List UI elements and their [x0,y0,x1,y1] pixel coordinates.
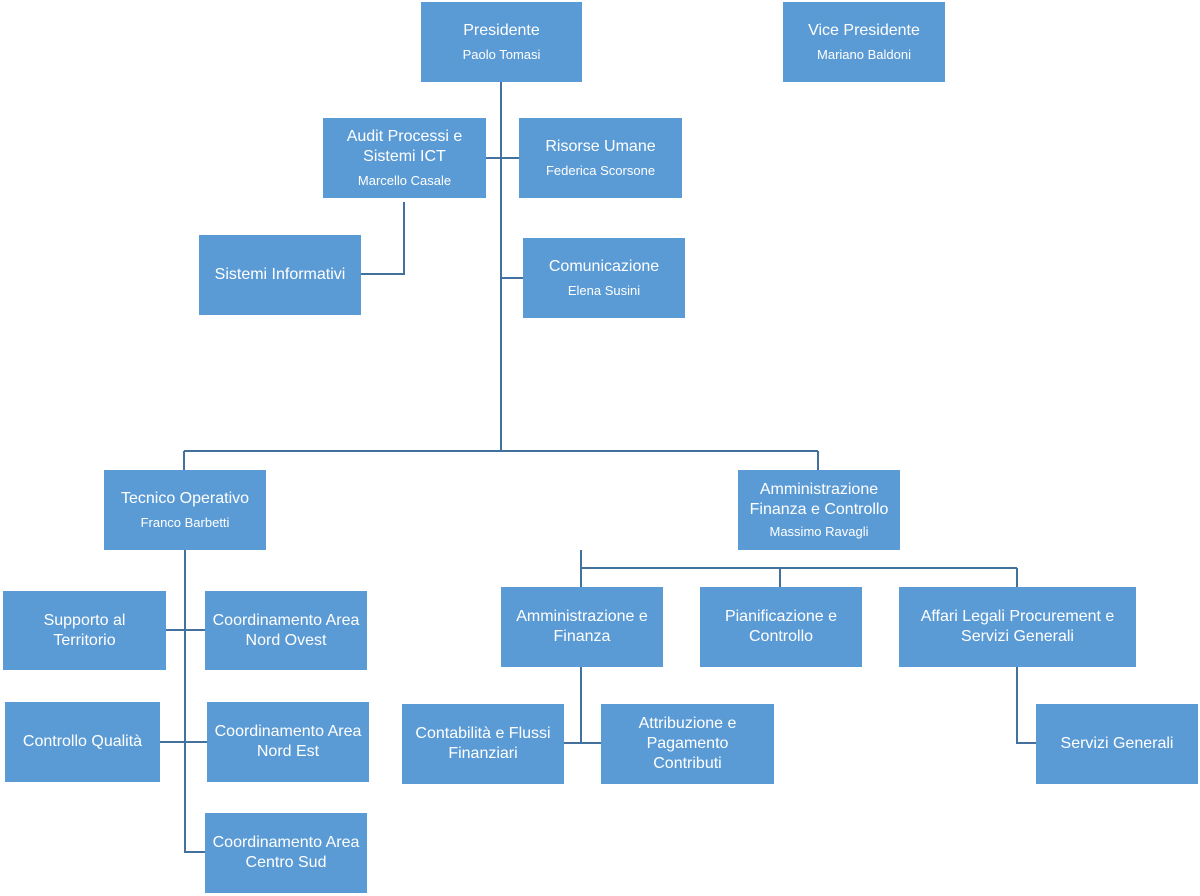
node-title: Presidente [463,22,540,39]
node-coord-nord-est[interactable]: Coordinamento Area Nord Est [207,702,369,782]
node-vice-presidente[interactable]: Vice Presidente Mariano Baldoni [783,2,945,82]
node-person: Paolo Tomasi [462,47,541,62]
node-supporto-territorio[interactable]: Supporto al Territorio [3,591,166,670]
connector-affari-sub [1016,667,1036,744]
node-person: Marcello Casale [357,173,452,188]
node-title: Affari Legali Procurement e Servizi Gene… [920,608,1115,645]
connector-sistemi-informativi [361,202,405,275]
node-title: Amministrazione e Finanza [516,608,648,645]
node-title: Attribuzione e Pagamento Contributi [638,715,737,772]
node-controllo-qualita[interactable]: Controllo Qualità [5,702,160,782]
node-pianificazione-controllo[interactable]: Pianificazione e Controllo [700,587,862,667]
node-title: Amministrazione Finanza e Controllo [749,481,889,518]
node-title: Sistemi Informativi [214,266,346,283]
node-sistemi-informativi[interactable]: Sistemi Informativi [199,235,361,315]
node-tecnico-operativo[interactable]: Tecnico Operativo Franco Barbetti [104,470,266,550]
connector-amm-finanza-sub [564,667,601,744]
node-amministrazione-finanza-controllo[interactable]: Amministrazione Finanza e Controllo Mass… [738,470,900,550]
node-contabilita[interactable]: Contabilità e Flussi Finanziari [402,704,564,784]
node-title: Vice Presidente [808,22,920,39]
node-title: Supporto al Territorio [43,611,126,649]
node-title: Controllo Qualità [22,733,143,750]
node-person: Elena Susini [567,283,641,298]
node-title: Coordinamento Area Centro Sud [212,834,360,871]
node-person: Mariano Baldoni [817,47,911,62]
node-title: Servizi Generali [1060,735,1174,752]
node-title: Audit Processi e Sistemi ICT [346,128,463,165]
node-servizi-generali[interactable]: Servizi Generali [1036,704,1198,784]
node-coord-nord-ovest[interactable]: Coordinamento Area Nord Ovest [205,591,367,670]
node-risorse-umane[interactable]: Risorse Umane Federica Scorsone [519,118,682,198]
connector-tecnico-trunk [184,550,205,853]
node-title: Comunicazione [548,258,660,275]
node-comunicazione[interactable]: Comunicazione Elena Susini [523,238,685,318]
node-title: Risorse Umane [545,138,656,155]
node-title: Pianificazione e Controllo [724,608,838,645]
node-title: Coordinamento Area Nord Est [214,723,362,760]
node-title: Coordinamento Area Nord Ovest [212,611,360,649]
node-coord-centro-sud[interactable]: Coordinamento Area Centro Sud [205,813,367,893]
node-person: Franco Barbetti [140,515,230,530]
node-affari-legali[interactable]: Affari Legali Procurement e Servizi Gene… [899,587,1136,667]
connector-group [160,82,1036,853]
node-title: Tecnico Operativo [120,490,250,507]
node-title: Contabilità e Flussi Finanziari [415,725,551,762]
node-person: Massimo Ravagli [769,524,869,539]
node-attribuzione[interactable]: Attribuzione e Pagamento Contributi [601,704,774,784]
node-amministrazione-finanza[interactable]: Amministrazione e Finanza [501,587,663,667]
node-presidente[interactable]: Presidente Paolo Tomasi [421,2,582,82]
node-audit[interactable]: Audit Processi e Sistemi ICT Marcello Ca… [323,118,486,198]
node-person: Federica Scorsone [545,163,656,178]
